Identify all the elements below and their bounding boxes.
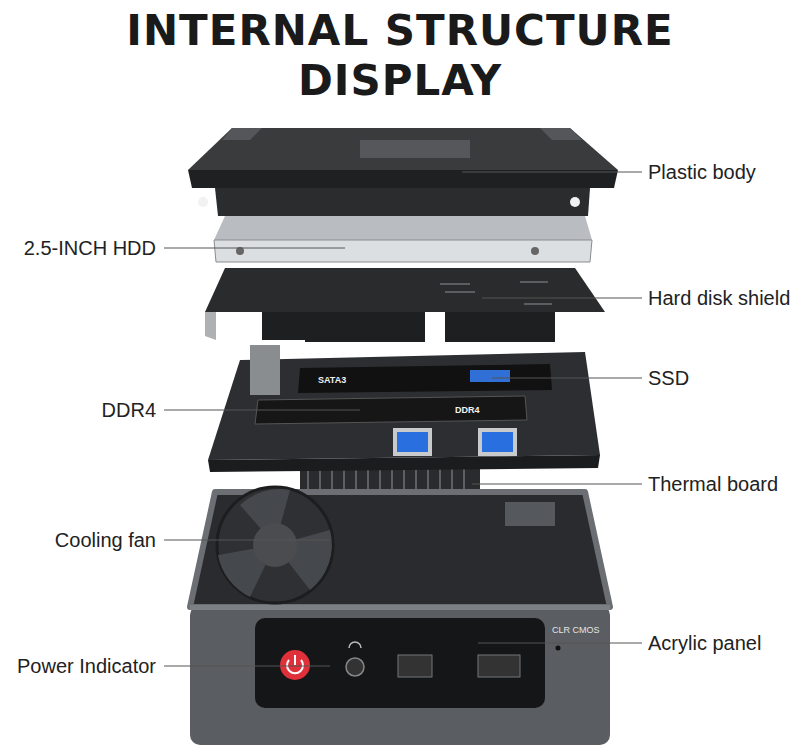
shield-tab	[262, 310, 312, 340]
shield-tab	[305, 310, 425, 342]
component-print: DDR4	[455, 405, 480, 416]
leader-line	[462, 172, 642, 173]
body-underside	[215, 188, 590, 216]
leader-line	[164, 540, 330, 541]
headphone-icon	[349, 642, 361, 648]
body-sticker	[360, 140, 470, 158]
leader-line	[472, 484, 642, 485]
hdd-front	[214, 240, 592, 262]
usb-slot	[398, 655, 432, 677]
part-label: Cooling fan	[55, 528, 156, 552]
part-label: Hard disk shield	[648, 286, 790, 310]
part-label: Plastic body	[648, 160, 756, 184]
leader-line	[492, 378, 642, 379]
motherboard	[208, 345, 600, 472]
usb-port-inner	[482, 432, 513, 452]
body-corner	[540, 128, 582, 140]
component-print: SATA3	[318, 375, 346, 386]
shield-print	[445, 292, 475, 293]
leader-line	[478, 643, 642, 644]
shield-print	[524, 304, 552, 305]
audio-jack	[346, 658, 364, 676]
shield-top	[205, 268, 605, 312]
part-label: 2.5-INCH HDD	[24, 236, 156, 260]
hdd	[214, 216, 592, 262]
body-corner	[222, 128, 262, 140]
title: INTERNAL STRUCTURE DISPLAY	[80, 6, 720, 106]
acrylic-panel	[255, 618, 545, 708]
case	[190, 487, 610, 745]
leader-line	[164, 410, 360, 411]
body-hole	[198, 197, 208, 207]
shield-print	[440, 284, 470, 285]
leader-line	[164, 666, 330, 667]
power-button	[280, 650, 310, 680]
shield-bend	[205, 312, 216, 340]
hdd-screw	[531, 247, 539, 255]
case-highlight	[190, 605, 610, 610]
cmos-hole	[556, 646, 561, 651]
usb-slot	[478, 655, 520, 677]
shield-print	[520, 282, 548, 283]
case-front	[190, 605, 610, 745]
body-top	[188, 128, 618, 170]
usb-port	[393, 428, 432, 456]
part-label: Acrylic panel	[648, 631, 761, 655]
hdd-top	[214, 216, 592, 240]
hdd-shield	[205, 268, 605, 342]
board-edge	[208, 455, 600, 472]
usb-port	[478, 428, 517, 456]
board-connector	[250, 345, 280, 395]
usb-port-inner	[397, 432, 428, 452]
leader-lines	[164, 172, 642, 666]
part-label: Thermal board	[648, 472, 778, 496]
panel-print: CLR CMOS	[552, 625, 600, 636]
power-icon	[294, 655, 296, 665]
part-label: DDR4	[102, 398, 156, 422]
ssd-sticker	[470, 370, 510, 382]
leader-line	[482, 298, 642, 299]
shield-tab	[445, 310, 555, 342]
leader-line	[164, 248, 345, 249]
fan-hub	[253, 523, 297, 567]
body-edge	[188, 170, 618, 188]
body-hole	[570, 197, 580, 207]
case-window	[505, 502, 555, 526]
fan	[217, 487, 333, 603]
part-label: Power Indicator	[17, 654, 156, 678]
part-label: SSD	[648, 366, 689, 390]
